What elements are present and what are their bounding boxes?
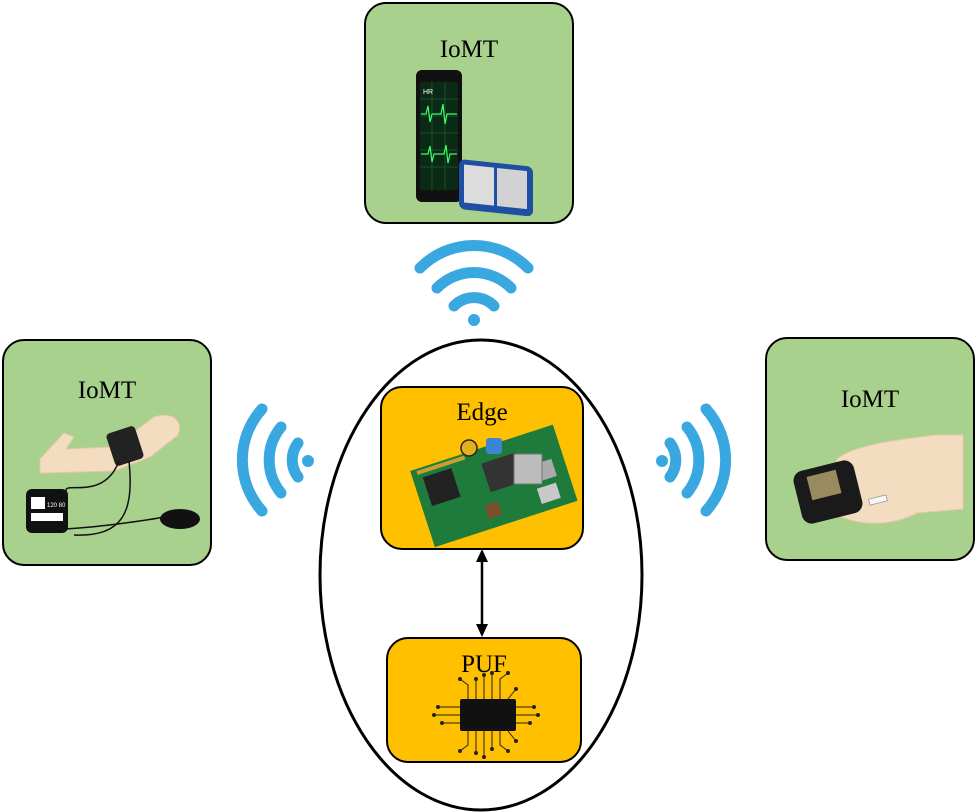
bp-monitor-text: 120 80: [47, 503, 66, 509]
edge-node: Edge: [380, 386, 584, 550]
edge-label: Edge: [456, 399, 508, 426]
raspberry-pi-board-icon: [410, 424, 578, 548]
iomt-node-right: IoMT: [765, 337, 975, 561]
iomt-node-top: IoMT HR: [364, 2, 574, 224]
puf-node: PUF: [386, 637, 582, 763]
iomt-top-label: IoMT: [439, 36, 499, 63]
iomt-node-left: IoMT 120 80: [2, 339, 212, 566]
iomt-right-label: IoMT: [840, 386, 900, 413]
ecg-phone-icon: HR: [416, 70, 533, 217]
blood-pressure-cuff-icon: 120 80: [26, 414, 200, 536]
phone-screen-text: HR: [423, 89, 433, 96]
glucose-meter-icon: [793, 434, 964, 524]
chip-icon: [432, 671, 540, 759]
iomt-left-label: IoMT: [77, 377, 137, 404]
